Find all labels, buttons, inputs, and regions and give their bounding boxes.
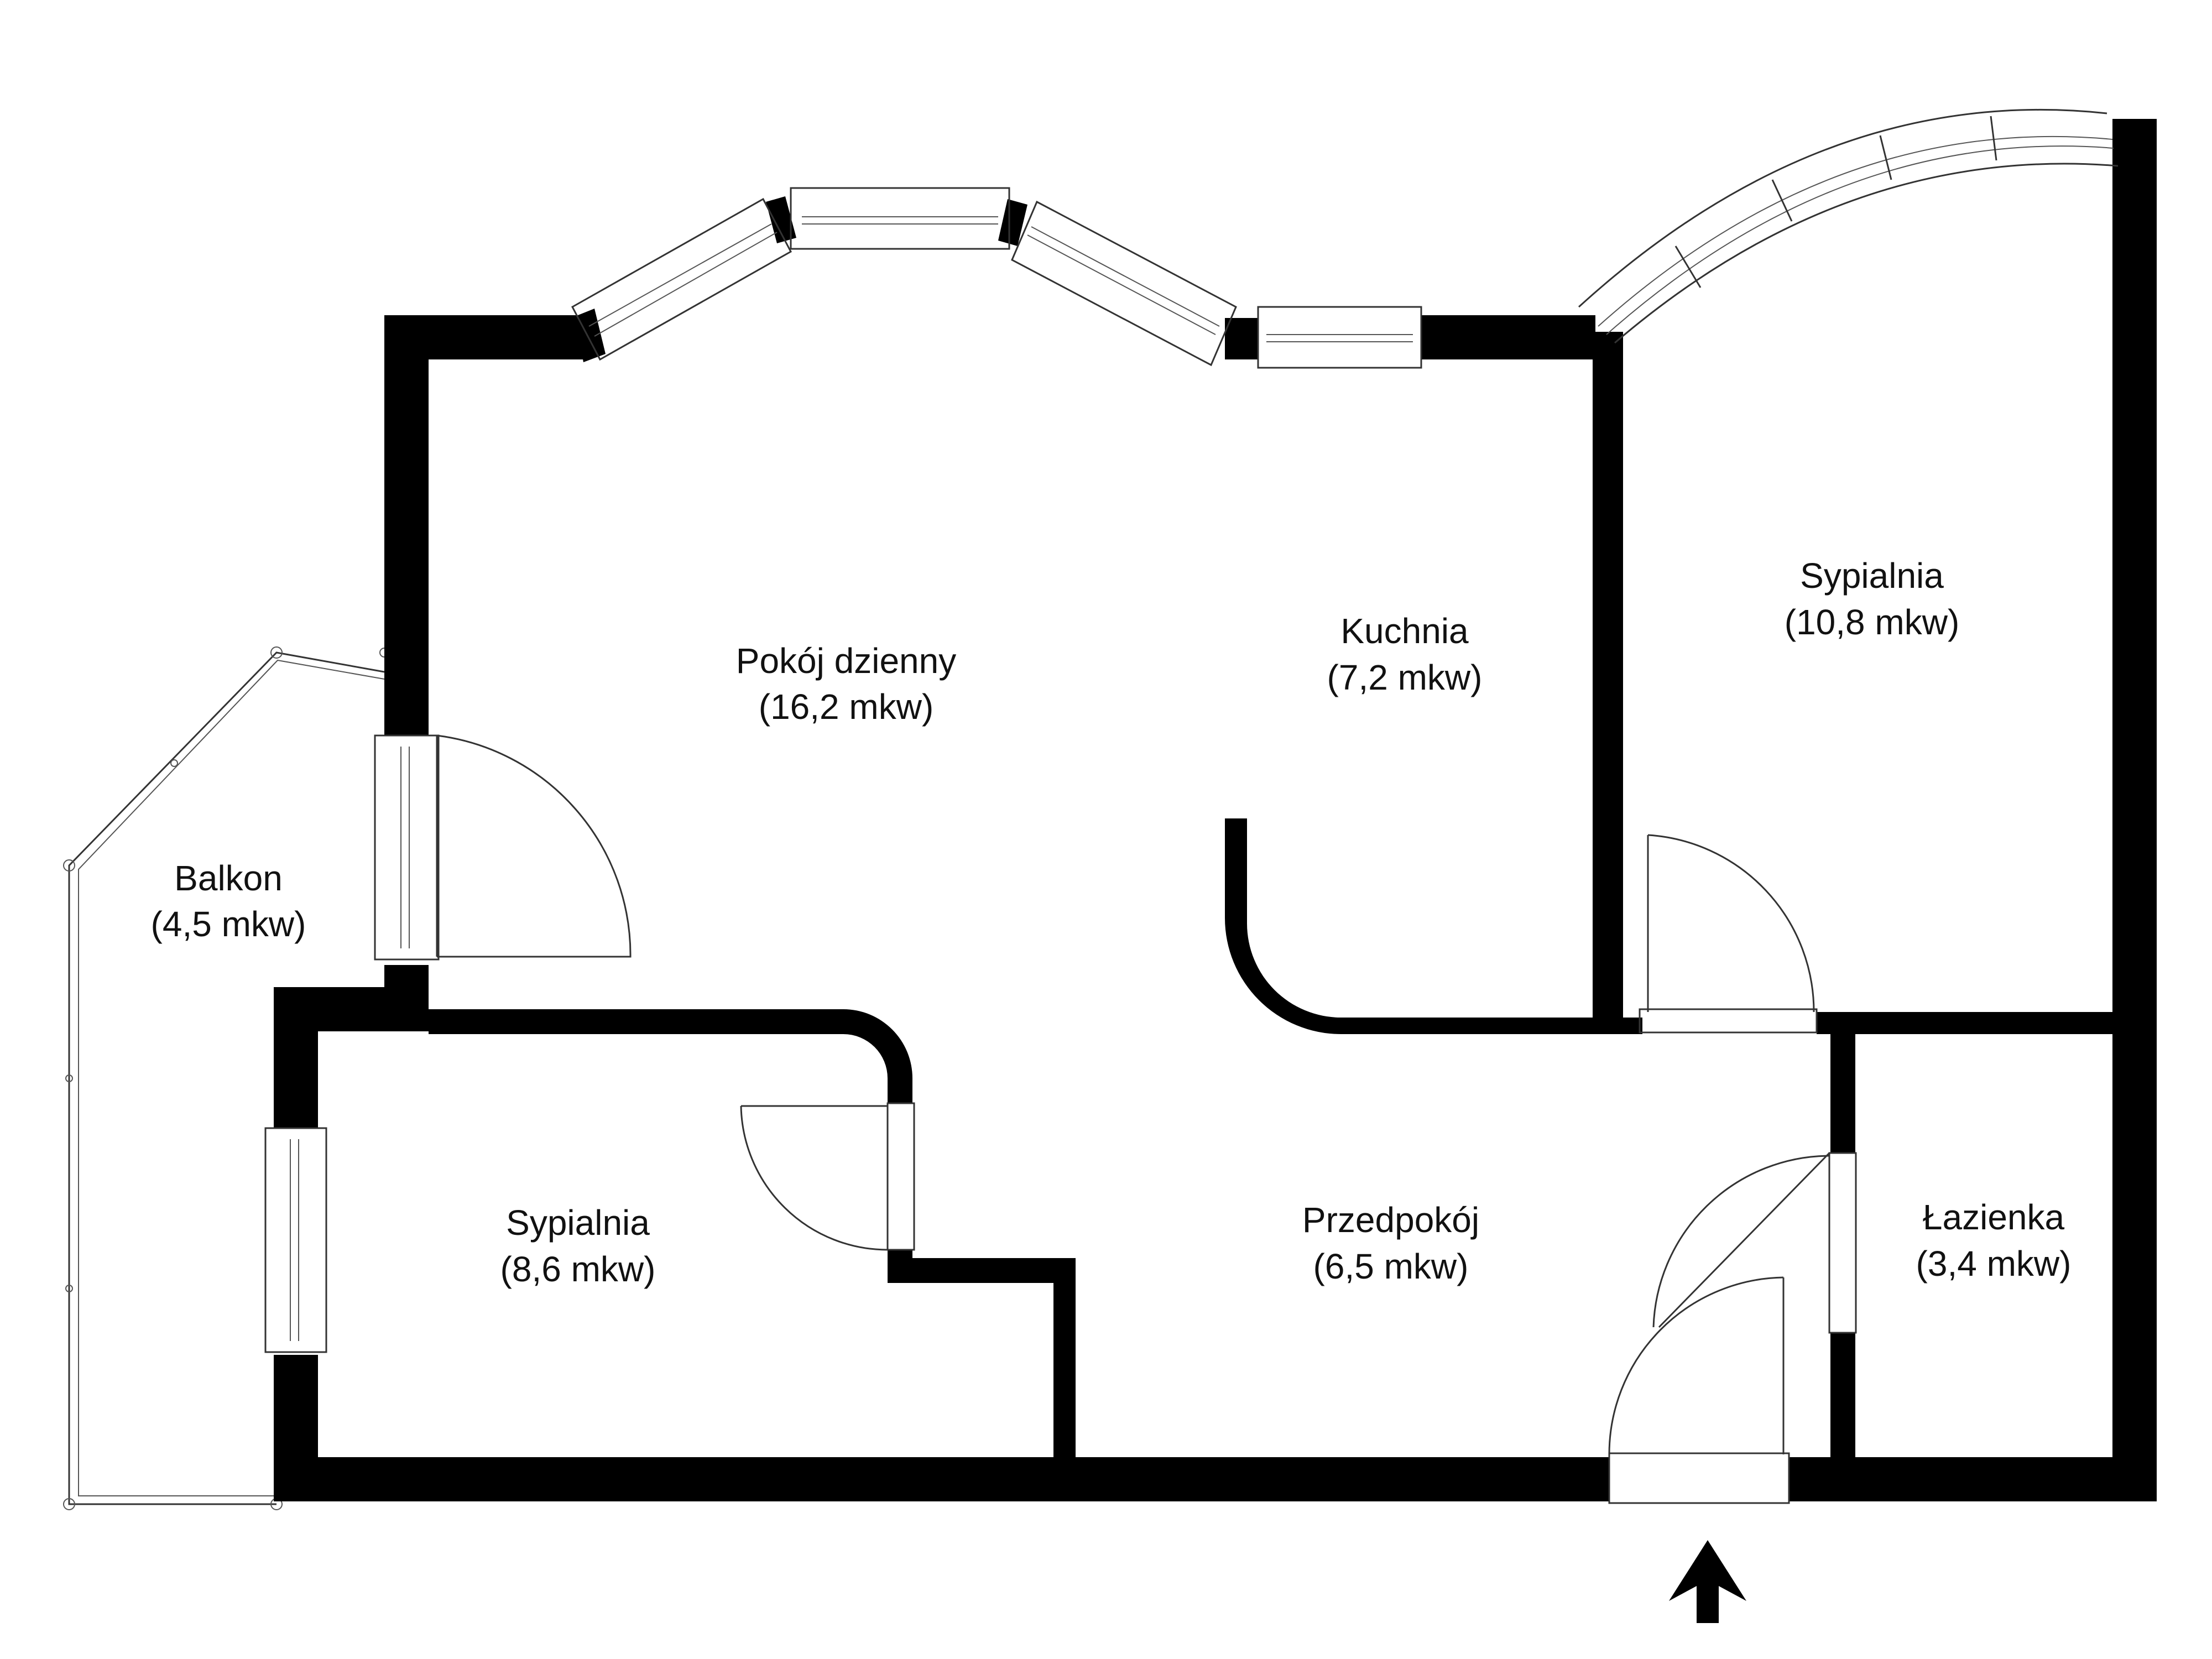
entrance-arrow-icon xyxy=(1669,1540,1746,1623)
room-label-hall: Przedpokój (6,5 mkw) xyxy=(1302,1200,1479,1286)
room-label-kitchen: Kuchnia (7,2 mkw) xyxy=(1327,611,1483,697)
walls xyxy=(274,119,2157,1501)
room-name: Łazienka xyxy=(1923,1197,2065,1237)
room-label-bathroom: Łazienka (3,4 mkw) xyxy=(1916,1197,2072,1284)
room-area: (8,6 mkw) xyxy=(500,1249,656,1289)
window-kitchen-2 xyxy=(1257,306,1422,369)
door-bedroom-1 xyxy=(1639,834,1818,1034)
window-bedroom-2 xyxy=(264,1127,327,1353)
room-area: (7,2 mkw) xyxy=(1327,658,1483,697)
window-balcony-door xyxy=(374,734,440,961)
window-living-2 xyxy=(790,187,1010,250)
room-name: Kuchnia xyxy=(1340,611,1469,651)
room-area: (10,8 mkw) xyxy=(1785,602,1960,642)
room-area: (16,2 mkw) xyxy=(759,687,934,727)
window-bedroom-1-bay xyxy=(1578,108,2119,344)
door-bedroom-2 xyxy=(740,1102,915,1251)
window-kitchen-1 xyxy=(1011,200,1237,367)
door-balcony xyxy=(436,734,632,958)
room-label-bedroom-1: Sypialnia (10,8 mkw) xyxy=(1785,556,1960,642)
room-name: Sypialnia xyxy=(506,1203,650,1243)
balcony-railing xyxy=(63,646,389,1510)
room-label-living: Pokój dzienny (16,2 mkw) xyxy=(736,641,956,727)
window-living-1 xyxy=(571,197,792,361)
room-label-bedroom-2: Sypialnia (8,6 mkw) xyxy=(500,1203,656,1289)
room-name: Przedpokój xyxy=(1302,1200,1479,1240)
room-area: (4,5 mkw) xyxy=(151,904,306,944)
door-entrance xyxy=(1608,1276,1790,1504)
door-bathroom xyxy=(1652,1152,1857,1334)
room-name: Pokój dzienny xyxy=(736,641,956,681)
room-area: (3,4 mkw) xyxy=(1916,1244,2072,1284)
room-name: Balkon xyxy=(174,858,283,898)
room-area: (6,5 mkw) xyxy=(1313,1246,1469,1286)
room-name: Sypialnia xyxy=(1800,556,1944,596)
room-label-balcony: Balkon (4,5 mkw) xyxy=(151,858,306,944)
